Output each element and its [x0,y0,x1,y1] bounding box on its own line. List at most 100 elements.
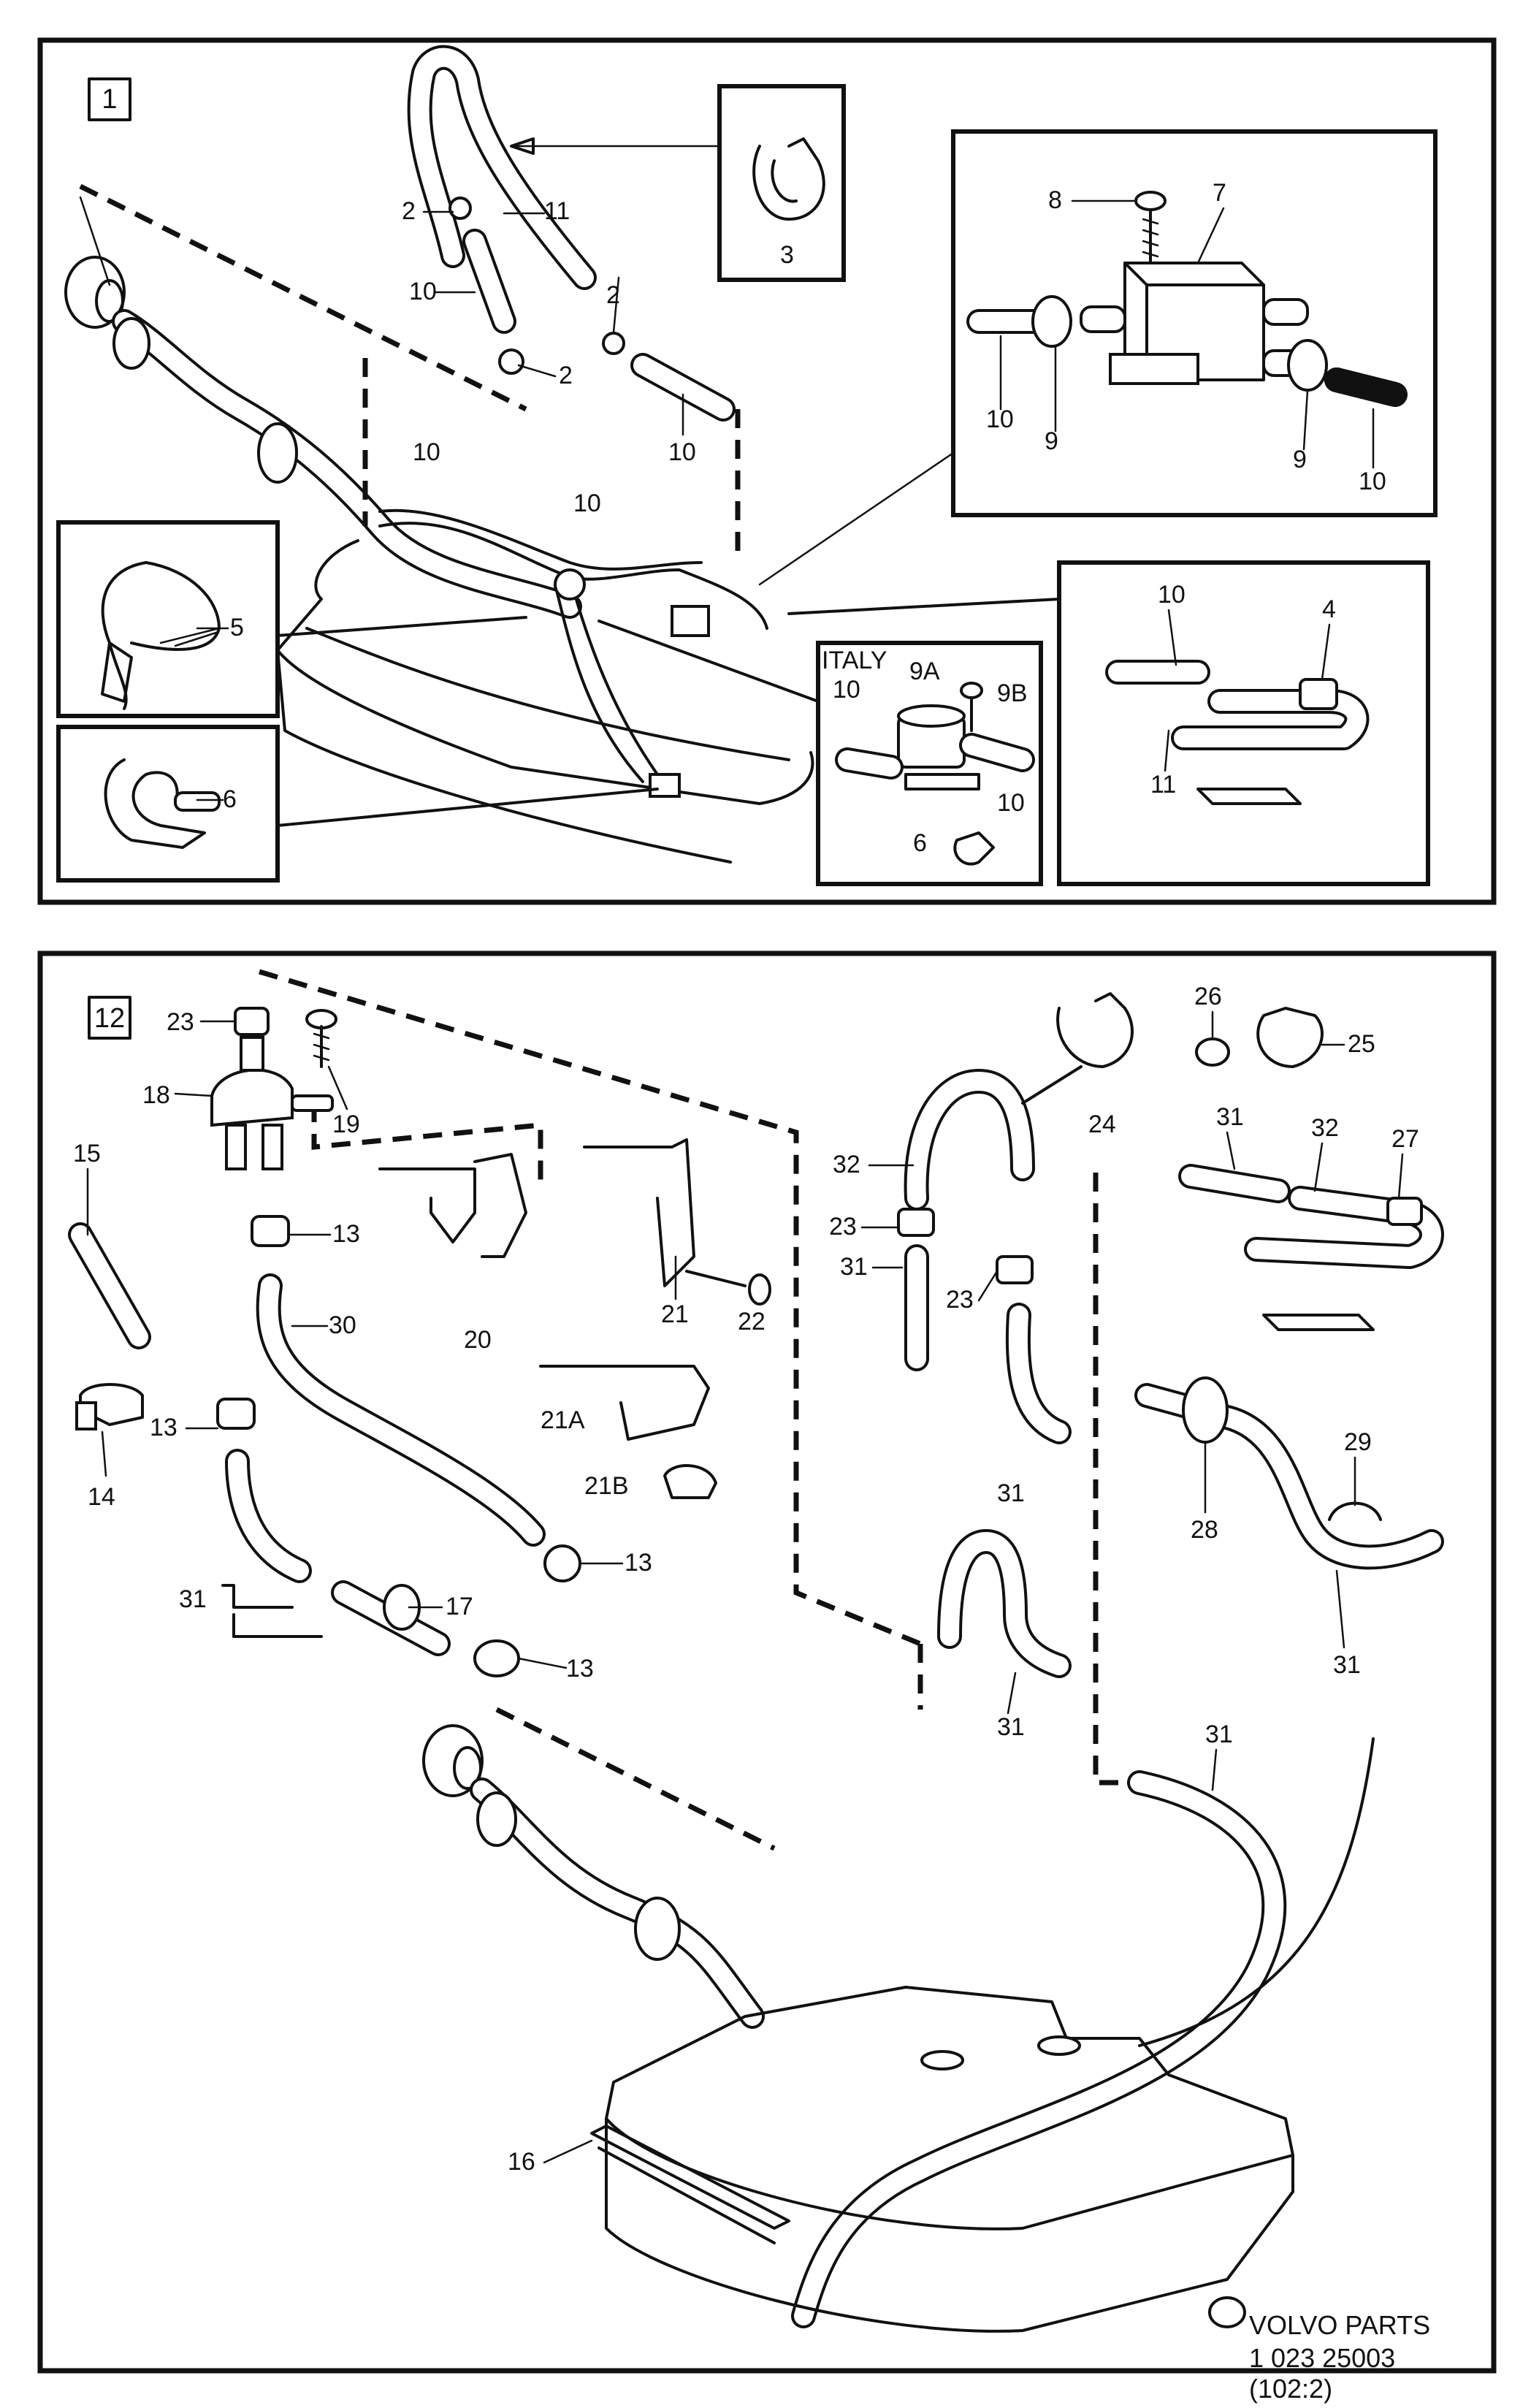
bottom-section-frame [37,950,1497,2374]
vent-hoses-top [378,508,768,798]
callout-c9a: 9 [1045,427,1058,455]
callout-c9B: 9B [997,679,1028,707]
callout-c23b: 23 [829,1213,857,1241]
callout-c31f: 31 [997,1713,1025,1741]
callout-c9b: 9 [1293,446,1307,473]
filler-pipe-top [64,256,582,619]
leader-lines-bottom [86,1010,1404,2164]
clip-25-icon [1256,1007,1324,1068]
dashed-leader-bottom-2 [311,1103,543,1184]
arrow-5 [276,616,527,637]
top-section-number: 1 [102,84,117,115]
callout-c15: 15 [73,1140,101,1167]
callout-c5: 5 [230,614,244,641]
hose-31-long-icon [791,1770,1287,2328]
clip-6-italy-icon [953,831,995,866]
callout-c24: 24 [1088,1110,1116,1138]
inset-box-5 [56,520,280,718]
callout-c23a: 23 [167,1008,194,1036]
leader-filler [79,196,111,286]
screw-22-icon [685,1270,771,1306]
hose-32-inset-icon [1178,1164,1444,1331]
valve-9a-icon [835,704,1035,790]
nut-26-icon [1195,1037,1230,1067]
clip-3-icon [752,137,825,221]
dashed-leader-top-1 [79,183,527,412]
callout-c6a: 6 [223,785,237,813]
callout-c10g: 10 [833,676,860,704]
callout-c31c: 31 [997,1479,1025,1507]
tank-outline-top [276,539,814,864]
callout-c13c: 13 [625,1549,652,1577]
callout-c7: 7 [1213,179,1226,207]
callout-c31b: 31 [840,1253,868,1281]
callout-c19: 19 [332,1110,360,1138]
pipe-clip-6-icon [104,758,221,849]
callout-c26: 26 [1194,983,1222,1010]
clip-14-icon [75,1383,144,1430]
callout-c30: 30 [329,1311,356,1339]
hose-11-inset-icon [1105,660,1370,805]
callout-c10e: 10 [413,438,440,466]
footer-number: 1 023 25003 [1249,2343,1395,2373]
tank-edge-line [1138,1737,1375,2047]
arrow-4 [787,598,1061,615]
callout-c18: 18 [142,1081,170,1109]
callout-c17: 17 [446,1593,473,1620]
callout-c32b: 32 [1311,1114,1339,1142]
callout-c27: 27 [1391,1125,1419,1153]
callout-c10c: 10 [986,405,1014,433]
hose-31-clip-icon [1134,1376,1444,1570]
callout-c2c: 2 [559,362,573,389]
footer-label: VOLVO PARTS 1 023 25003 (102:2) [1249,2310,1430,2404]
callout-c31a: 31 [179,1585,207,1613]
callout-c11b: 11 [1150,771,1176,799]
inset-box-6 [56,725,280,883]
callout-c13a: 13 [332,1220,360,1248]
hose-30-icon [251,1215,581,1582]
filler-pipe-bottom [422,1724,765,2029]
callout-c29: 29 [1344,1428,1372,1456]
callout-c13d: 13 [566,1655,594,1683]
callout-c31g: 31 [1205,1721,1233,1748]
dashed-leader-bottom-1 [258,969,922,1647]
arrow-to-valve-7 [758,452,955,586]
callout-c20: 20 [464,1326,492,1354]
hoses-10-9-inset [966,295,1408,407]
callouts-bottom: 23 18 19 15 13 30 20 21 22 21A 21B 13 14… [73,983,1419,2176]
callout-c10h: 10 [997,789,1025,817]
bottom-section-number: 12 [94,1003,125,1034]
callout-c13b: 13 [150,1414,177,1441]
callout-c14: 14 [88,1483,115,1511]
callout-c4: 4 [1322,595,1336,623]
dashed-leader-bottom-5 [495,1707,776,1851]
callout-c23c: 23 [946,1286,974,1314]
callout-c11: 11 [544,197,570,225]
arrow-24 [1021,1065,1083,1105]
callouts-top: 2 11 10 2 2 10 3 8 7 10 9 9 10 10 10 5 6… [223,179,1386,857]
hose-31-u-icon [937,1529,1072,1678]
hose-31-left-icon [216,1398,520,1677]
callout-c10a: 10 [409,278,437,305]
callout-c8: 8 [1048,186,1062,214]
callout-c6b: 6 [913,829,927,857]
callout-c16: 16 [508,2148,535,2176]
footer-brand: VOLVO PARTS [1249,2310,1430,2340]
clip-21b-icon [663,1464,717,1499]
callout-c25: 25 [1348,1030,1375,1058]
callout-c31e: 31 [1333,1651,1361,1679]
leader-lines-top [196,199,1375,801]
dashed-leader-bottom-4 [1093,1173,1139,1786]
screw-19-icon [305,1009,337,1068]
callout-c32a: 32 [833,1151,860,1178]
callout-c21B: 21B [584,1472,629,1500]
bottom-section-number-box [88,996,131,1040]
arrow-6 [276,788,659,827]
callout-c2a: 2 [402,197,416,225]
callout-c3: 3 [780,241,794,269]
clip-24-icon [1056,992,1134,1068]
screw-9b-icon [960,682,983,732]
callout-c31d: 31 [1216,1103,1244,1131]
top-section-number-box [88,77,131,121]
